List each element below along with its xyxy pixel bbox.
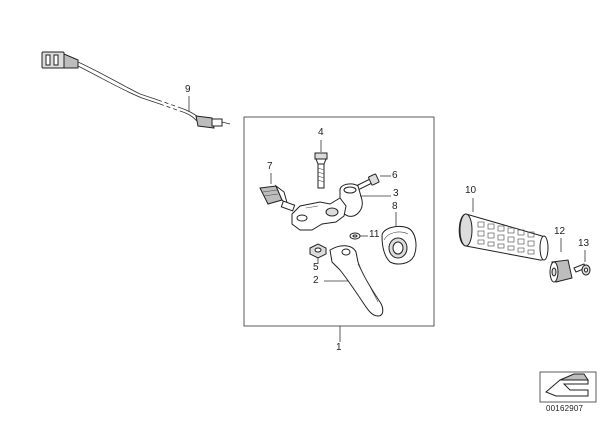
callout-8: 8 — [392, 201, 398, 212]
callout-13: 13 — [578, 238, 590, 249]
document-number: 00162907 — [546, 404, 584, 413]
clamp-part-3 — [339, 183, 391, 217]
switch-housing-part-8 — [381, 212, 417, 265]
screw-part-6 — [355, 173, 391, 191]
callout-4: 4 — [318, 127, 324, 138]
lever-bracket-body — [291, 197, 347, 231]
callout-6: 6 — [392, 170, 398, 181]
callout-5: 5 — [313, 262, 319, 273]
reference-symbol-box — [539, 371, 597, 403]
washer-part-11 — [349, 232, 368, 240]
callout-9: 9 — [185, 84, 191, 95]
cable-harness-part-9 — [41, 51, 231, 129]
callout-3: 3 — [393, 188, 399, 199]
switch-part-7 — [259, 173, 296, 212]
screw-part-13 — [573, 250, 591, 276]
grip-part-10 — [458, 198, 549, 261]
callout-11: 11 — [369, 229, 380, 240]
callout-1: 1 — [336, 342, 342, 353]
lever-part-2 — [324, 245, 384, 317]
bar-end-part-12 — [549, 238, 573, 283]
bolt-part-4 — [314, 140, 328, 189]
callout-7: 7 — [267, 161, 273, 172]
assembly-frame — [243, 116, 435, 327]
callout-10: 10 — [465, 185, 477, 196]
nut-part-5 — [309, 243, 327, 264]
callout-12: 12 — [554, 226, 566, 237]
callout-2: 2 — [313, 275, 319, 286]
